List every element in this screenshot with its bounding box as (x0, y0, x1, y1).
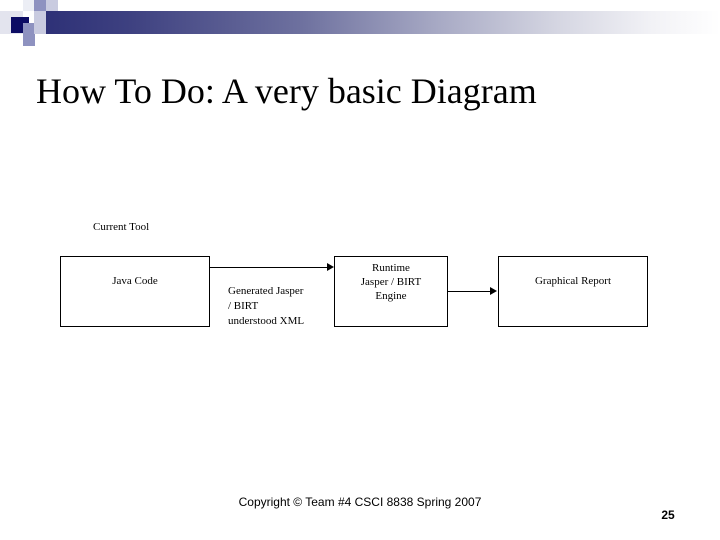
edge-label-line-2: / BIRT (228, 300, 259, 312)
header-square-light-c (46, 0, 58, 11)
diagram-caption-current-tool: Current Tool (93, 221, 150, 233)
header-square-light-b (34, 23, 46, 34)
edge-java-to-engine-label: Generated Jasper / BIRT understood XML (228, 284, 332, 329)
edge-engine-to-report-arrowhead (490, 287, 497, 295)
node-graphical-report[interactable]: Graphical Report (498, 256, 648, 327)
node-java-code[interactable]: Java Code (60, 256, 210, 327)
header-gradient-bar (46, 11, 720, 34)
edge-label-line-1: Generated Jasper (228, 285, 304, 297)
edge-label-line-3: understood XML (228, 315, 305, 327)
edge-java-to-engine-line (210, 267, 328, 268)
node-runtime-engine[interactable]: Runtime Jasper / BIRT Engine (334, 256, 448, 327)
node-java-code-label: Java Code (112, 275, 158, 287)
header-square-mid-c (34, 0, 46, 11)
header-square-mid-a (23, 23, 35, 34)
node-runtime-engine-line-3: Engine (375, 290, 407, 302)
header-band (0, 0, 720, 56)
edge-engine-to-report-line (448, 291, 491, 292)
page-number: 25 (661, 508, 675, 522)
node-graphical-report-label: Graphical Report (534, 275, 612, 287)
header-square-light-a (34, 11, 46, 23)
footer-copyright: Copyright © Team #4 CSCI 8838 Spring 200… (238, 495, 482, 509)
node-runtime-engine-line-1: Runtime (372, 262, 410, 274)
slide-title: How To Do: A very basic Diagram (36, 71, 537, 111)
edge-java-to-engine-arrowhead (327, 263, 334, 271)
node-runtime-engine-line-2: Jasper / BIRT (360, 276, 422, 288)
header-square-mid-b (23, 34, 35, 46)
